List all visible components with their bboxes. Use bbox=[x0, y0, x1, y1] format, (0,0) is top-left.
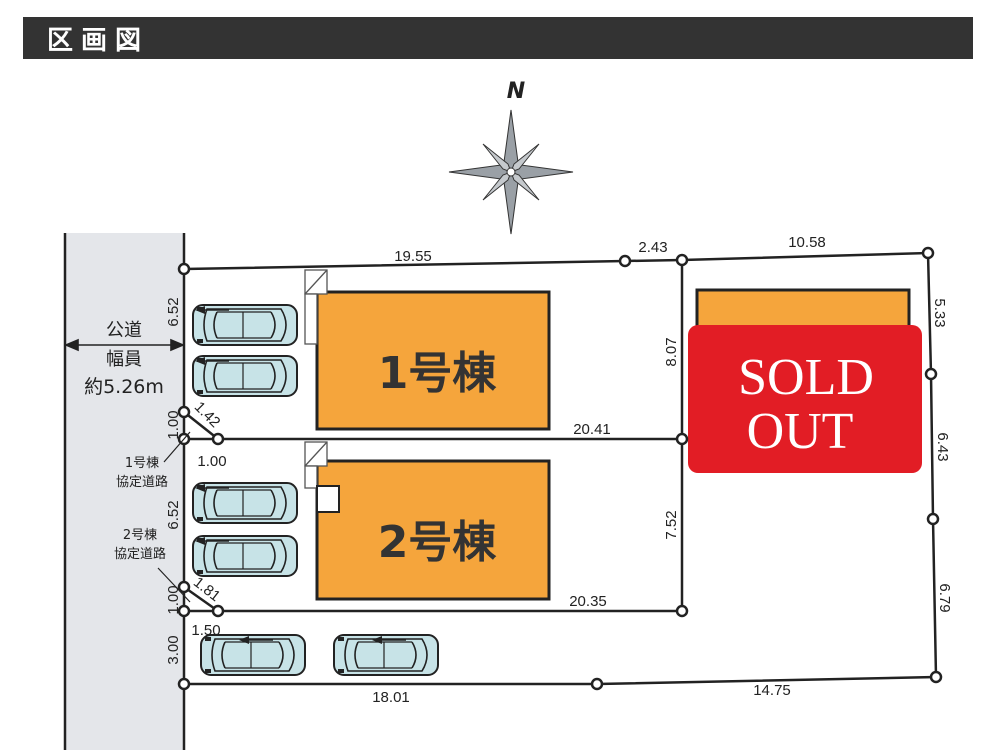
compass-north-label: N bbox=[507, 79, 525, 104]
dim-right-top: 5.33 bbox=[931, 298, 948, 327]
dim-left-road1: 1.00 bbox=[165, 410, 182, 439]
page-title: 区画図 bbox=[47, 26, 150, 56]
dim-left-bottom: 3.00 bbox=[165, 635, 182, 664]
road2-note-line2: 協定道路 bbox=[114, 546, 166, 562]
dim-diag-road1: 1.42 bbox=[191, 398, 224, 431]
road2-note-line1: 2号棟 bbox=[123, 528, 157, 543]
dim-left-lot2: 6.52 bbox=[165, 500, 182, 529]
entrance-steps-lot2 bbox=[304, 441, 340, 513]
car-icon bbox=[192, 482, 298, 524]
road1-note-line1: 1号棟 bbox=[125, 456, 159, 471]
sold-out-badge bbox=[688, 325, 922, 473]
dim-mid-line1: 20.41 bbox=[573, 421, 611, 438]
dim-diag-road2: 1.81 bbox=[190, 574, 223, 605]
dim-left-lot1: 6.52 bbox=[165, 297, 182, 326]
dim-inner-lower: 7.52 bbox=[663, 510, 680, 539]
dim-right-lower: 6.79 bbox=[936, 583, 953, 612]
road-label-line1: 公道 bbox=[106, 320, 142, 341]
building-lot1 bbox=[315, 290, 551, 431]
dim-inner-upper: 8.07 bbox=[663, 337, 680, 366]
car-icon bbox=[333, 634, 439, 676]
dim-top-mid: 2.43 bbox=[638, 239, 667, 256]
road-width-arrow bbox=[63, 338, 186, 352]
dim-bottom-right: 14.75 bbox=[753, 682, 791, 699]
car-icon bbox=[192, 535, 298, 577]
header-bar: 区画図 bbox=[23, 17, 973, 59]
sold-out-text-line1: SOLD bbox=[738, 349, 874, 406]
road1-note-line2: 協定道路 bbox=[116, 474, 168, 490]
dim-mid-line2: 20.35 bbox=[569, 593, 607, 610]
sold-out-text-line2: OUT bbox=[747, 403, 854, 460]
dim-under-road2: 1.50 bbox=[191, 622, 220, 639]
dim-left-road2: 1.00 bbox=[165, 585, 182, 614]
car-icon bbox=[200, 634, 306, 676]
dim-right-mid: 6.43 bbox=[934, 432, 951, 461]
entrance-steps-lot1 bbox=[304, 269, 328, 345]
road-width-value: 約5.26m bbox=[84, 376, 164, 398]
car-icon bbox=[192, 304, 298, 346]
dim-top-left: 19.55 bbox=[394, 248, 432, 265]
compass-icon bbox=[448, 109, 574, 235]
car-icon bbox=[192, 355, 298, 397]
dim-under-road1: 1.00 bbox=[197, 453, 226, 470]
dim-top-right: 10.58 bbox=[788, 234, 826, 251]
lot2-label: 2号棟 bbox=[378, 517, 498, 568]
lot1-label: 1号棟 bbox=[378, 348, 498, 399]
building-lot2 bbox=[315, 459, 551, 601]
dim-bottom-left: 18.01 bbox=[372, 689, 410, 706]
road-label-line2: 幅員 bbox=[106, 349, 142, 370]
